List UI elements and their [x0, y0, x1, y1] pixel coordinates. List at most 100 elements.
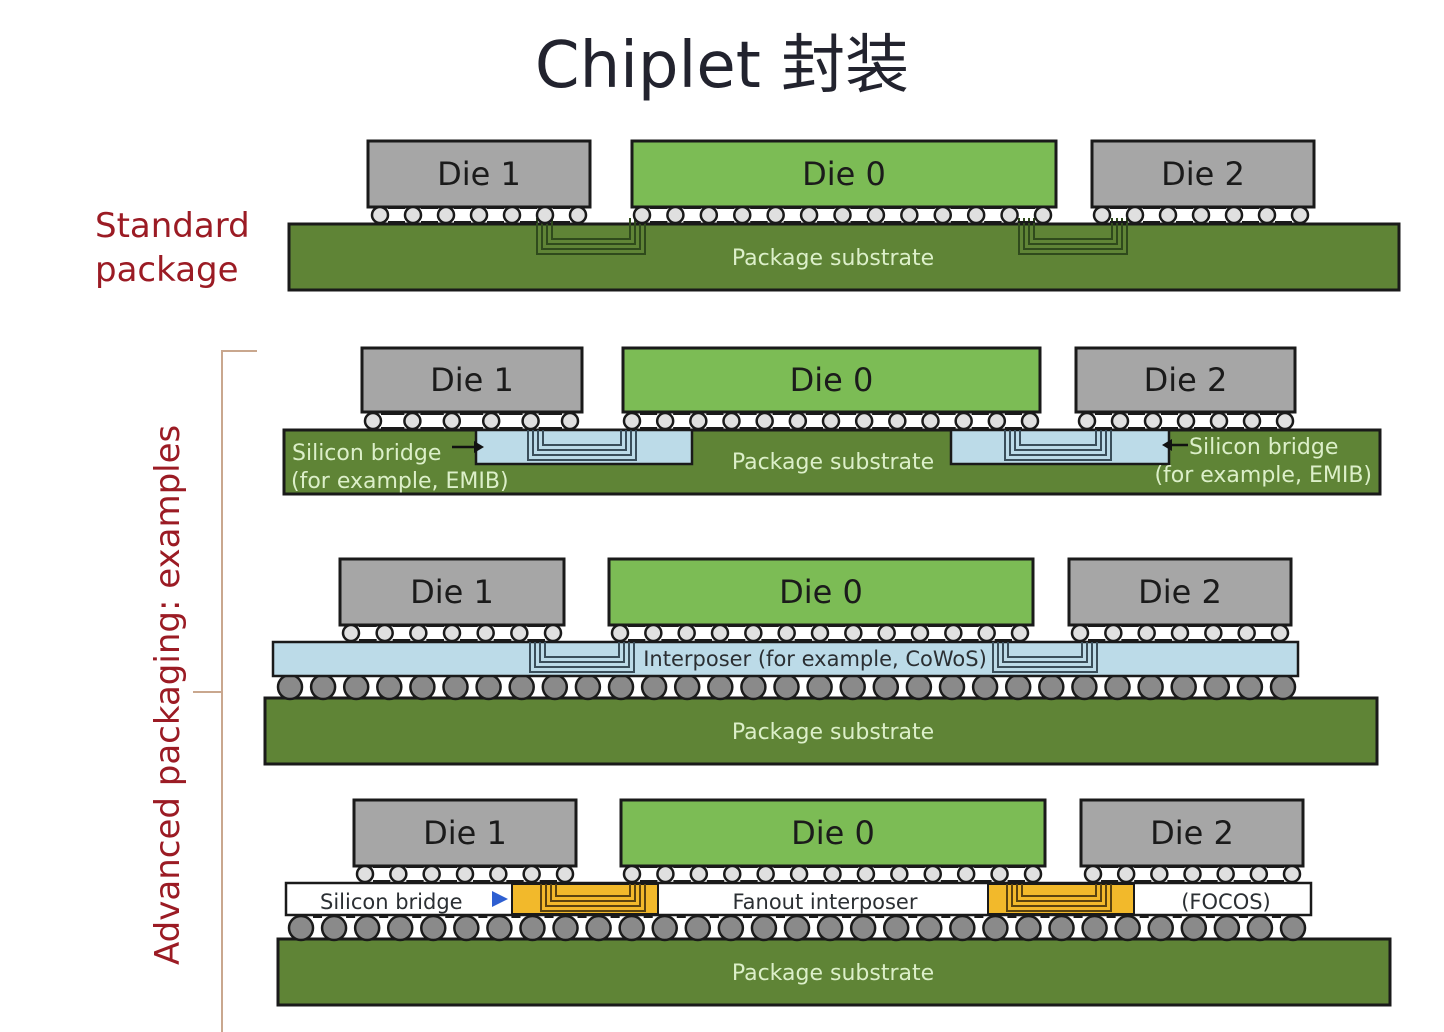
bump: [481, 411, 501, 431]
microbumps-die-2: [1083, 864, 1302, 884]
microbumps-die-2: [1070, 623, 1290, 643]
bump: [519, 914, 546, 942]
bump: [849, 914, 877, 942]
bump: [489, 864, 508, 884]
bump: [684, 914, 712, 942]
bump: [949, 914, 976, 942]
bump: [420, 914, 447, 942]
bump: [839, 673, 866, 701]
bump: [916, 914, 943, 942]
bump: [442, 623, 462, 643]
bump: [1257, 205, 1277, 225]
microbumps-die-0: [622, 411, 1040, 431]
interposer-label: Interposer (for example, CoWoS): [643, 647, 987, 671]
bump: [610, 623, 630, 643]
bump: [789, 864, 809, 884]
bump: [954, 411, 973, 431]
bump: [1125, 205, 1145, 225]
bump: [1213, 914, 1241, 942]
die-2-body: [1067, 557, 1293, 627]
bump: [773, 673, 800, 701]
bump: [585, 914, 612, 942]
interconnect-trace: [1018, 218, 1128, 255]
bump: [910, 623, 930, 643]
interconnect-trace: [1014, 430, 1102, 451]
interconnect-trace: [544, 642, 620, 658]
bump: [341, 623, 361, 643]
bump: [1236, 673, 1264, 701]
bump: [689, 864, 709, 884]
bump: [1282, 864, 1302, 884]
bump: [933, 205, 952, 225]
bump: [1270, 623, 1290, 643]
microbumps-die-1: [370, 205, 588, 225]
microbumps-die-1: [363, 411, 580, 431]
bump: [810, 623, 830, 643]
interconnect-trace: [540, 884, 646, 912]
bump: [1246, 914, 1274, 942]
bridge-left-label-line-1: Silicon bridge: [292, 441, 441, 466]
silicon-bridge-left: [511, 883, 659, 915]
silicon-bridge-right: [949, 428, 1171, 466]
bump: [900, 205, 919, 225]
bump: [618, 914, 645, 942]
bump: [856, 864, 876, 884]
bump: [956, 864, 976, 884]
bump: [320, 914, 348, 942]
bump: [543, 623, 563, 643]
die-1-label: Die 1: [423, 814, 507, 852]
bump: [403, 205, 423, 225]
bump: [1242, 411, 1262, 431]
die-2-body: [1079, 798, 1305, 868]
bump: [535, 205, 555, 225]
die-0: Die 0: [607, 557, 1035, 627]
bump: [944, 623, 963, 643]
bump: [1137, 623, 1156, 643]
bump: [1116, 864, 1136, 884]
microbumps-die-2: [1077, 411, 1295, 431]
die-0-body: [619, 798, 1047, 868]
bump: [921, 411, 940, 431]
bump: [1143, 411, 1163, 431]
bump: [486, 914, 513, 942]
interconnect-trace: [539, 642, 625, 663]
die-1-body: [360, 346, 584, 414]
bump: [276, 673, 304, 701]
bump: [882, 914, 910, 942]
c4-bumps: [276, 673, 1297, 701]
bump: [717, 914, 745, 942]
bump: [1170, 673, 1197, 701]
bump: [1158, 205, 1178, 225]
bump: [422, 864, 441, 884]
die-2-label: Die 2: [1161, 155, 1245, 193]
bump: [355, 864, 375, 884]
microbumps-die-1: [341, 623, 563, 643]
bridge-traces-left: [527, 430, 637, 461]
bridge-traces-right: [1006, 884, 1112, 912]
interconnect-trace: [1021, 884, 1097, 897]
bump: [890, 864, 909, 884]
bump: [1023, 864, 1043, 884]
bump: [1204, 623, 1223, 643]
die-0-label: Die 0: [791, 814, 875, 852]
bump: [453, 914, 480, 942]
bump: [1137, 673, 1164, 701]
bracket-line: [221, 350, 257, 1032]
bump: [1269, 673, 1297, 701]
interconnect-trace: [541, 218, 641, 250]
bump: [1104, 623, 1123, 643]
interconnect-trace: [536, 218, 646, 255]
bump: [1176, 411, 1196, 431]
bump: [342, 673, 370, 701]
bump: [744, 623, 763, 643]
interconnect-trace: [992, 642, 1098, 673]
bump: [777, 623, 796, 643]
interconnect-trace: [1007, 642, 1083, 658]
bump: [1083, 864, 1103, 884]
interconnect-trace: [534, 642, 630, 668]
interconnect-trace: [545, 884, 641, 907]
die-0-body: [621, 346, 1042, 414]
